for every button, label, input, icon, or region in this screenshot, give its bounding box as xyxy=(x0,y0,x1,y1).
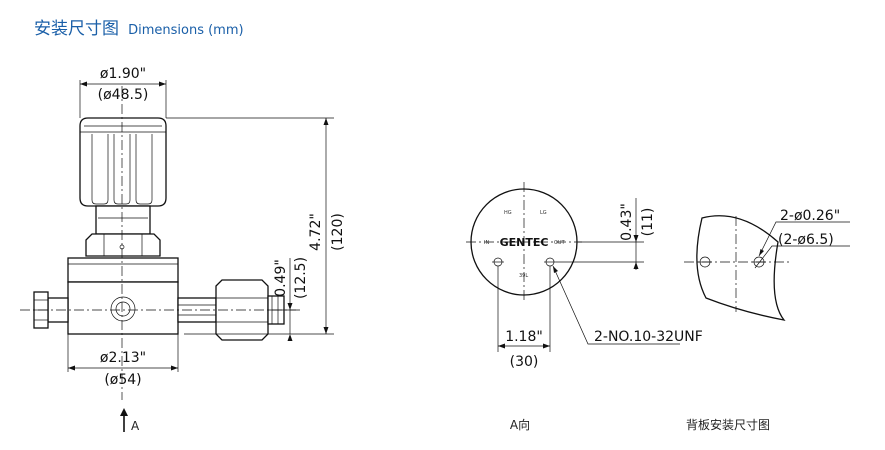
brand-logo: GENTEC xyxy=(500,236,549,249)
hole-offset-in: 0.43" xyxy=(619,203,635,241)
hole-spacing-mm: (30) xyxy=(510,354,539,370)
height-mm: (120) xyxy=(330,213,346,251)
body-diameter-in: ø2.13" xyxy=(100,350,146,366)
panel-hole-in: 2-ø0.26" xyxy=(780,208,840,224)
front-view: HG LG IN OUT GENTEC 39L xyxy=(466,182,582,302)
hole-offset-mm: (11) xyxy=(640,208,656,237)
port-height-in: 0.49" xyxy=(273,259,289,297)
title-english: Dimensions (mm) xyxy=(128,23,244,38)
hole-spacing-dimension: 1.18" (30) xyxy=(497,266,551,370)
knob-diameter-mm: (ø48.5) xyxy=(98,87,149,103)
hole-spacing-in: 1.18" xyxy=(505,329,543,345)
title-chinese: 安装尺寸图 xyxy=(34,19,119,39)
panel-mount-view: 2-ø0.26" (2-ø6.5) xyxy=(684,208,850,321)
face-in-label: IN xyxy=(484,240,489,246)
face-bottom-label: 39L xyxy=(519,273,528,279)
body-diameter-mm: (ø54) xyxy=(104,372,141,388)
panel-view-label: 背板安装尺寸图 xyxy=(686,417,770,432)
view-arrow-label: A xyxy=(131,419,140,433)
knob-diameter-in: ø1.90" xyxy=(100,66,146,82)
face-lg-label: LG xyxy=(540,210,547,216)
regulator-side-view xyxy=(20,86,300,400)
thread-callout: 2-NO.10-32UNF xyxy=(552,265,703,345)
page-title: 安装尺寸图 Dimensions (mm) xyxy=(34,14,244,39)
face-hg-label: HG xyxy=(504,210,512,216)
view-a-label: A向 xyxy=(510,417,530,432)
height-dimension: 4.72" (120) xyxy=(166,117,346,335)
face-out-label: OUT xyxy=(554,240,566,246)
panel-hole-mm: (2-ø6.5) xyxy=(778,232,834,248)
port-height-dimension: 0.49" (12.5) xyxy=(268,257,309,341)
view-arrow: A xyxy=(120,408,140,433)
knob-diameter-dimension: ø1.90" (ø48.5) xyxy=(79,66,167,118)
port-height-mm: (12.5) xyxy=(293,257,309,299)
height-in: 4.72" xyxy=(308,213,324,251)
thread-spec: 2-NO.10-32UNF xyxy=(594,329,703,345)
hole-offset-dimension: 0.43" (11) xyxy=(556,198,656,270)
body-diameter-dimension: ø2.13" (ø54) xyxy=(67,334,179,388)
